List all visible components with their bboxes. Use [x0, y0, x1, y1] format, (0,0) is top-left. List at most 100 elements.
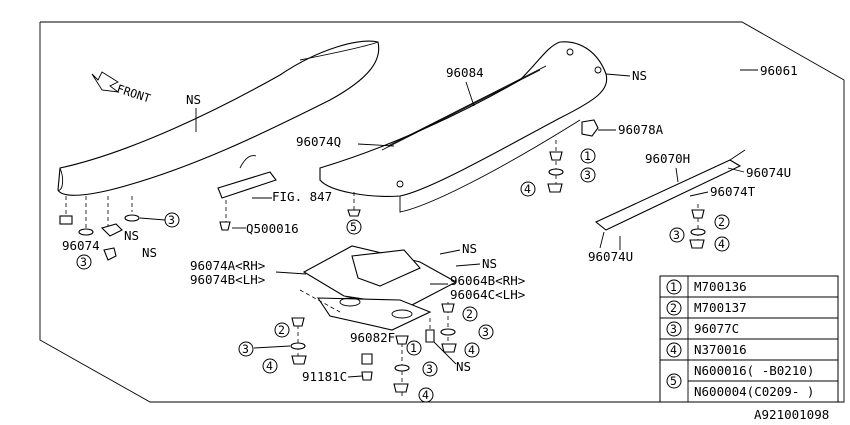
callout-ns-lower: NS — [456, 359, 471, 374]
circle-2b — [274, 322, 290, 338]
rail-96070h — [594, 159, 742, 231]
frame-outline — [39, 21, 845, 403]
svg-text:3: 3 — [482, 325, 489, 339]
washer-lower-mid — [394, 364, 410, 372]
circle-3g — [478, 324, 494, 340]
legend-num-2 — [666, 300, 682, 316]
svg-text:4: 4 — [266, 359, 273, 373]
circle-3f — [422, 361, 438, 377]
washer-lower-left — [290, 342, 306, 350]
circle-1a — [580, 148, 596, 164]
bolt-1b — [395, 335, 409, 345]
circle-4a — [520, 181, 536, 197]
callout-96070h: 96070H — [645, 151, 690, 166]
callout-ns-nut: NS — [142, 245, 157, 260]
nut-lower-left — [291, 355, 307, 365]
circle-3d — [669, 227, 685, 243]
front-label: FRONT — [115, 82, 152, 106]
callout-96064b: 96064B<RH> — [450, 273, 525, 288]
svg-text:3: 3 — [80, 255, 87, 269]
svg-text:2: 2 — [718, 215, 725, 229]
legend-part-5a: N600016( -B0210) — [694, 363, 814, 378]
svg-text:3: 3 — [426, 362, 433, 376]
drawing-number: A921001098 — [754, 407, 829, 422]
legend-num-4 — [666, 342, 682, 358]
washer-center — [548, 168, 564, 176]
svg-text:3: 3 — [584, 168, 591, 182]
legend-num-1 — [666, 279, 682, 295]
bolt-1 — [549, 151, 563, 161]
front-arrow-icon — [91, 71, 120, 93]
callout-ns-left-spoiler: NS — [186, 92, 201, 107]
legend-part-4: N370016 — [694, 342, 747, 357]
callout-96074b: 96074B<LH> — [190, 272, 265, 287]
figure-ref: FIG. 847 — [272, 189, 332, 204]
nut-ns — [103, 247, 117, 261]
svg-text:2: 2 — [670, 301, 677, 315]
clip-5 — [347, 209, 361, 217]
legend-num-3 — [666, 321, 682, 337]
washer-lower-right — [440, 328, 456, 336]
callout-q500016: Q500016 — [246, 221, 299, 236]
nut-lower-right — [441, 343, 457, 353]
svg-text:1: 1 — [410, 341, 417, 355]
bolt-2 — [691, 209, 705, 219]
callout-96061: 96061 — [760, 63, 798, 78]
circle-1b — [406, 340, 422, 356]
screw-q500016 — [219, 221, 231, 231]
cap-96078a — [581, 119, 599, 137]
callout-96074t: 96074T — [710, 184, 756, 199]
callout-ns-bracket: NS — [124, 228, 139, 243]
pin-ns — [425, 329, 435, 343]
svg-text:4: 4 — [422, 388, 429, 402]
clip-91181c — [361, 371, 373, 381]
svg-text:4: 4 — [468, 343, 475, 357]
svg-text:5: 5 — [350, 220, 357, 234]
callout-ns-bracket-side: NS — [482, 256, 497, 271]
nut-right — [689, 239, 705, 249]
svg-text:1: 1 — [584, 149, 591, 163]
circle-3c — [580, 167, 596, 183]
callout-96074: 96074 — [62, 238, 100, 253]
legend-num-5 — [666, 373, 682, 389]
nut-lower-mid — [393, 383, 409, 393]
clip-96074 — [59, 215, 73, 225]
legend-table: 1 M700136 2 M700137 3 96077C 4 N370016 5… — [659, 275, 839, 403]
callout-96074q: 96074Q — [296, 134, 341, 149]
svg-text:1: 1 — [670, 280, 677, 294]
circle-4b — [714, 236, 730, 252]
spoiler-left — [57, 40, 380, 196]
bolt-2b — [291, 317, 305, 327]
callout-96082f: 96082F — [350, 330, 395, 345]
svg-text:5: 5 — [670, 374, 677, 388]
callout-96084: 96084 — [446, 65, 484, 80]
svg-text:3: 3 — [670, 322, 677, 336]
bracket-ns — [100, 223, 123, 237]
svg-text:4: 4 — [670, 343, 677, 357]
bolt-2c — [441, 303, 455, 313]
washer-3b — [124, 214, 140, 222]
svg-text:3: 3 — [168, 213, 175, 227]
callout-96064c: 96064C<LH> — [450, 287, 525, 302]
callout-96078a: 96078A — [618, 122, 664, 137]
svg-text:2: 2 — [466, 307, 473, 321]
legend-part-1: M700136 — [694, 279, 747, 294]
svg-text:2: 2 — [278, 323, 285, 337]
svg-text:4: 4 — [524, 182, 531, 196]
bracket-upper — [351, 249, 421, 287]
circle-3a — [76, 254, 92, 270]
svg-text:4: 4 — [718, 237, 725, 251]
clip-96082f — [361, 353, 373, 365]
circle-3e — [238, 341, 254, 357]
callout-91181c: 91181C — [302, 369, 347, 384]
legend-part-2: M700137 — [694, 300, 747, 315]
callout-96074u-bottom: 96074U — [588, 249, 633, 264]
circle-2a — [714, 214, 730, 230]
legend-part-5b: N600004(C0209- ) — [694, 384, 814, 399]
svg-text:3: 3 — [673, 228, 680, 242]
circle-2c — [462, 306, 478, 322]
brake-lamp — [217, 171, 277, 199]
washer-3 — [78, 228, 94, 236]
